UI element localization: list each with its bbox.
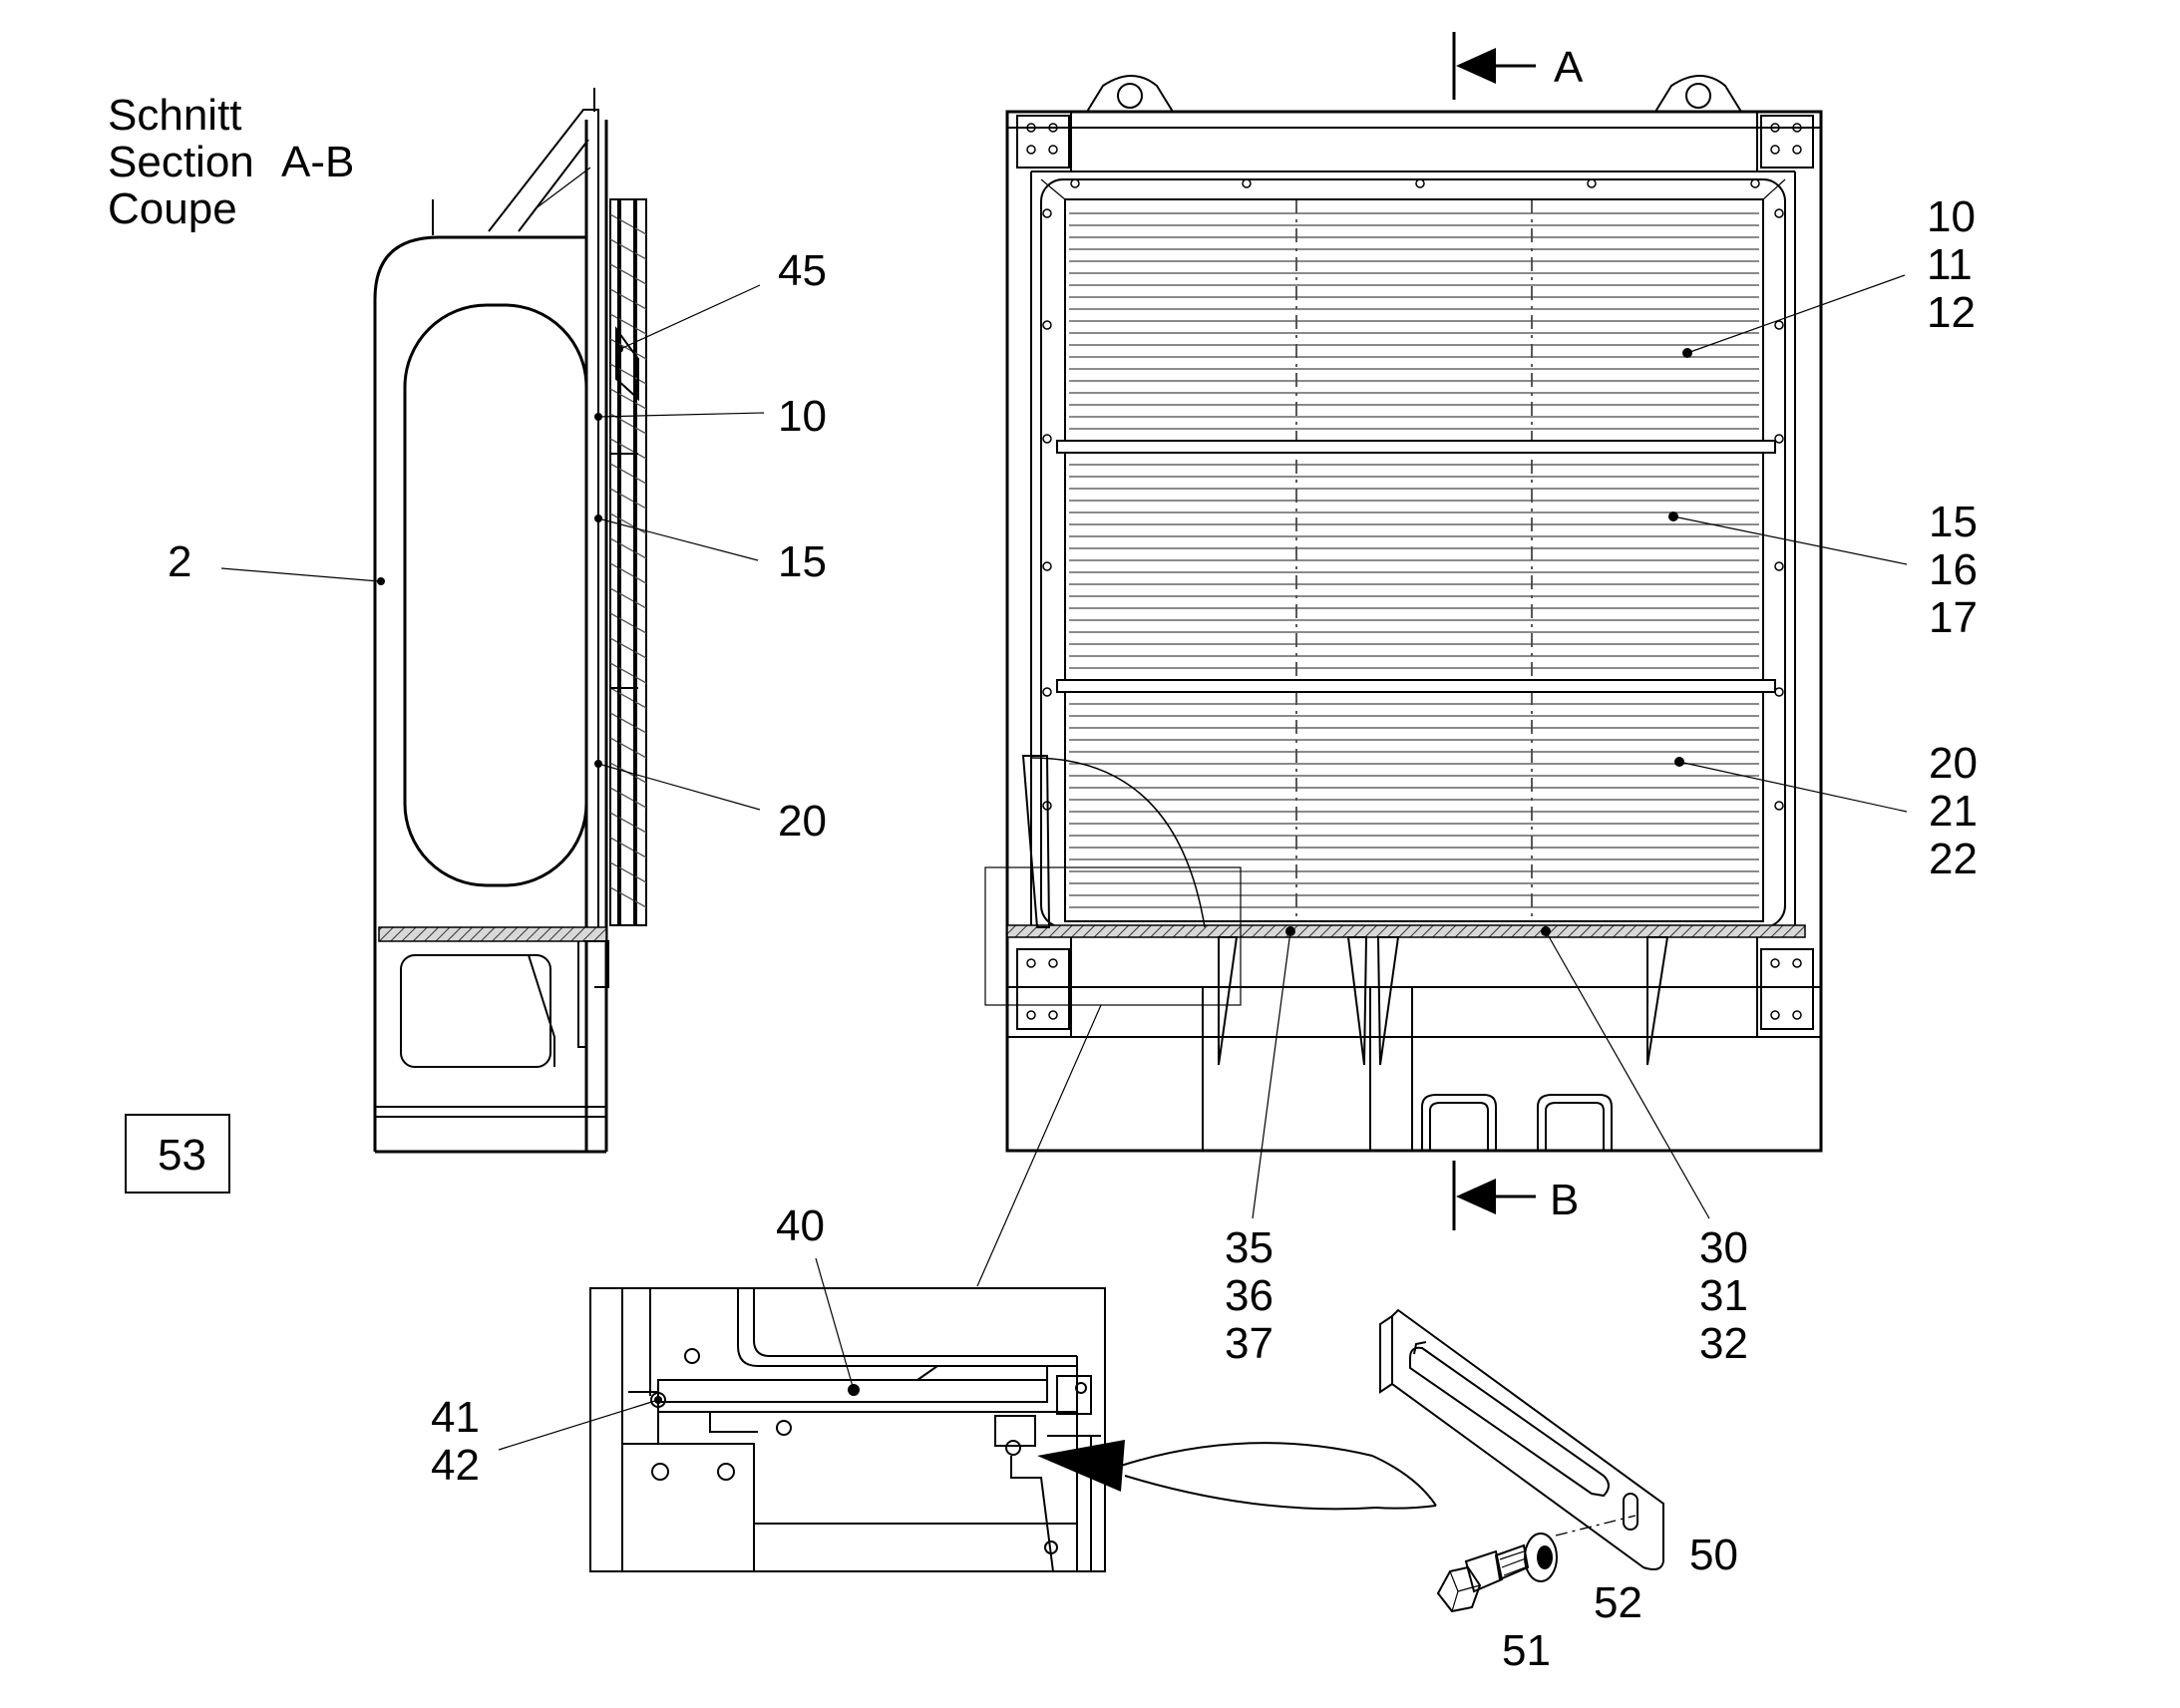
callout-53-box: 53	[125, 1114, 230, 1194]
title-schnitt: Schnitt	[108, 91, 242, 140]
callout-15-side: 15	[778, 537, 827, 586]
callout-35: 35	[1225, 1223, 1273, 1272]
side-louver-blades	[609, 213, 647, 908]
callout-42: 42	[431, 1441, 480, 1490]
bracket-plate	[1391, 1308, 1664, 1570]
callout-20-side: 20	[778, 797, 827, 846]
callout-12: 12	[1927, 288, 1976, 337]
front-view	[984, 75, 1823, 1153]
side-point-2	[377, 577, 385, 585]
lifting-eye-right	[1654, 75, 1742, 113]
bracket-slot-long	[1409, 1346, 1610, 1498]
callout-51: 51	[1502, 1626, 1551, 1675]
callout-10: 10	[1927, 192, 1976, 241]
title-section: Section	[108, 138, 254, 186]
callout-15: 15	[1929, 498, 1978, 546]
callout-21: 21	[1929, 787, 1978, 836]
section-marker-a: A	[1452, 32, 1584, 100]
bracket-detail: 50 52 51	[1037, 1308, 1738, 1675]
callout-30: 30	[1699, 1223, 1748, 1272]
pointer-arrow	[1037, 1440, 1125, 1492]
radiator-bezel	[1040, 178, 1786, 928]
callout-36: 36	[1225, 1271, 1273, 1320]
callout-31: 31	[1699, 1271, 1748, 1320]
side-lower-opening	[400, 954, 551, 1068]
callout-32: 32	[1699, 1319, 1748, 1368]
callout-41: 41	[431, 1393, 480, 1442]
detail-view	[589, 1287, 1106, 1572]
callout-2: 2	[168, 537, 191, 586]
callout-45: 45	[778, 246, 827, 295]
callout-11: 11	[1927, 240, 1973, 289]
marker-b-label: B	[1550, 1176, 1579, 1224]
callout-40: 40	[776, 1201, 825, 1250]
side-housing-outline	[373, 235, 586, 1152]
callout-16: 16	[1929, 545, 1978, 594]
callout-50: 50	[1689, 1531, 1738, 1579]
detail-box	[589, 1287, 1106, 1572]
callout-37: 37	[1225, 1319, 1273, 1368]
section-title: Schnitt Section Coupe A-B	[108, 91, 354, 233]
detail-callouts: 40 41 42	[431, 1201, 855, 1490]
section-marker-b: B	[1452, 1161, 1579, 1230]
front-outer-frame	[1005, 110, 1823, 1153]
washer	[1524, 1533, 1558, 1582]
radiator-core	[1064, 198, 1764, 922]
side-window-opening	[403, 303, 588, 887]
callout-52: 52	[1594, 1578, 1642, 1627]
callout-53: 53	[158, 1131, 206, 1180]
front-callouts: 10 11 12 15 16 17 20 21 22 35 36 37 30 3…	[1225, 192, 1978, 1368]
side-base-plate	[378, 926, 607, 942]
front-louver-blades	[1069, 212, 1759, 908]
bolt	[1436, 1543, 1530, 1613]
callout-20: 20	[1929, 739, 1978, 788]
front-base-plate	[1006, 924, 1806, 938]
detail-link-line	[976, 1004, 1102, 1287]
callout-22: 22	[1929, 835, 1978, 883]
title-coupe: Coupe	[108, 184, 237, 233]
title-cut-label: A-B	[281, 138, 354, 186]
callout-17: 17	[1929, 593, 1978, 642]
lifting-eye-left	[1086, 75, 1174, 113]
detail-frame	[984, 866, 1242, 1006]
callout-10-side: 10	[778, 392, 827, 441]
marker-a-label: A	[1554, 43, 1584, 92]
side-section-view	[373, 88, 647, 1154]
side-callouts: 45 10 15 20 2	[168, 246, 827, 846]
